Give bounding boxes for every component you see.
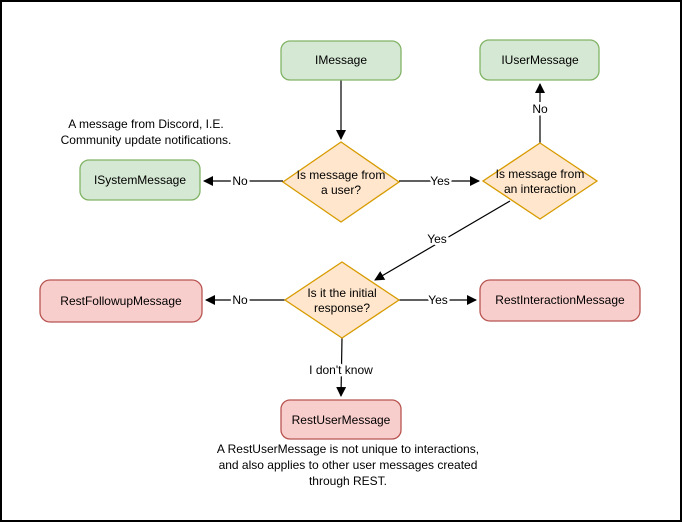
node-isystemmessage-label: ISystemMessage	[94, 173, 186, 187]
decision-is-initial-response: Is it the initial response?	[283, 261, 401, 339]
edge-label-no-system: No	[232, 174, 248, 188]
edge-label-no-usermessage: No	[532, 102, 548, 116]
edge-frominteraction-yes-to-initialresponse	[374, 200, 511, 281]
node-restuser-label: RestUserMessage	[292, 413, 391, 427]
decision-from-interaction-line1: Is message from	[496, 167, 585, 181]
decision-from-user-line2: a user?	[321, 183, 361, 197]
note-rest-line1: A RestUserMessage is not unique to inter…	[217, 442, 479, 456]
note-system-line2: Community update notifications.	[61, 133, 232, 147]
note-system-line1: A message from Discord, I.E.	[68, 117, 223, 131]
node-restfollowup-label: RestFollowupMessage	[60, 294, 182, 308]
decision-initial-response-line1: Is it the initial	[307, 286, 376, 300]
decision-from-interaction-line2: an interaction	[504, 182, 576, 196]
node-restuser-box	[280, 399, 402, 440]
edge-labels: No Yes No Yes No Yes I don't know	[230, 100, 551, 380]
node-isystemmessage-box	[79, 159, 201, 201]
node-restusermessage: RestUserMessage	[280, 399, 402, 440]
edge-initialresponse-unknown-to-restuser	[336, 337, 347, 397]
node-iusermessage: IUserMessage	[479, 39, 600, 81]
decision-is-message-from-user: Is message from a user?	[281, 141, 401, 223]
decision-from-user-line1: Is message from	[297, 168, 386, 182]
edge-label-yes-interaction: Yes	[430, 174, 450, 188]
decision-initial-response-line2: response?	[314, 301, 370, 315]
edge-label-yes-restinteraction: Yes	[428, 293, 448, 307]
node-iusermessage-box	[479, 39, 600, 81]
node-imessage: IMessage	[280, 40, 402, 81]
node-imessage-label: IMessage	[315, 53, 367, 67]
node-restfollowupmessage: RestFollowupMessage	[39, 279, 203, 323]
node-imessage-box	[280, 40, 402, 81]
edge-label-yes-initial: Yes	[427, 232, 447, 246]
note-system-message: A message from Discord, I.E. Community u…	[61, 117, 232, 147]
node-isystemmessage: ISystemMessage	[79, 159, 201, 201]
note-rest-line3: through REST.	[309, 474, 387, 488]
edge-label-no-followup: No	[232, 293, 248, 307]
decision-initial-response-shape	[283, 261, 401, 339]
edge-label-i-dont-know: I don't know	[309, 363, 373, 377]
node-restinteractionmessage: RestInteractionMessage	[479, 279, 641, 322]
decision-from-interaction-shape	[481, 142, 599, 220]
edges	[203, 80, 545, 397]
decision-from-user-shape	[281, 141, 401, 223]
node-restinteraction-label: RestInteractionMessage	[495, 293, 625, 307]
node-iusermessage-label: IUserMessage	[501, 53, 579, 67]
decision-is-message-from-interaction: Is message from an interaction	[481, 142, 599, 220]
node-restinteraction-box	[479, 279, 641, 322]
note-rest-user-message: A RestUserMessage is not unique to inter…	[217, 442, 479, 488]
note-rest-line2: and also applies to other user messages …	[219, 458, 478, 472]
node-restfollowup-box	[39, 279, 203, 323]
